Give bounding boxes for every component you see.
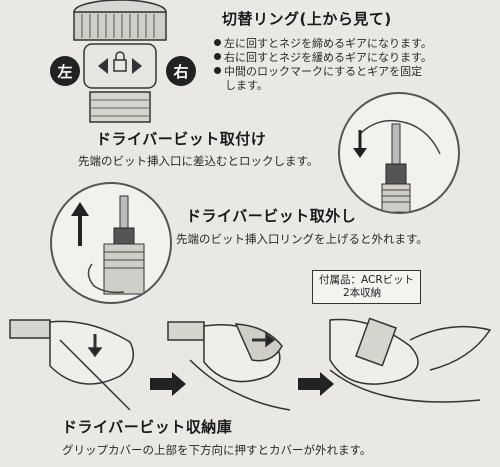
attach-circle-illustration — [338, 92, 460, 214]
right-direction-badge: 右 — [166, 56, 196, 86]
ring-bullet-1: 左に回すとネジを締めるギアになります。 — [214, 37, 432, 51]
bullet-dot-icon — [214, 67, 221, 74]
ring-title: 切替リング(上から見て) — [222, 10, 392, 28]
storage-step-2 — [167, 321, 291, 411]
storage-step-1 — [9, 319, 135, 411]
ring-illustration — [73, 0, 167, 123]
accessory-line-2: 2本収納 — [343, 287, 382, 299]
remove-title: ドライバービット取外し — [186, 207, 357, 225]
accessory-line-1: 付属品：ACRビット — [319, 274, 415, 286]
attach-drawing — [353, 119, 441, 212]
ring-bullet-3-cont: します。 — [225, 79, 268, 92]
storage-desc: グリップカバーの上部を下方向に押すとカバーが外れます。 — [62, 443, 372, 457]
step-arrow-1 — [150, 372, 186, 396]
left-label: 左 — [57, 62, 73, 81]
remove-circle-illustration — [50, 182, 172, 304]
storage-title: ドライバービット収納庫 — [62, 418, 233, 436]
ring-bullets: 左に回すとネジを締めるギアになります。 右に回すとネジを緩めるギアになります。 … — [214, 37, 432, 93]
bullet-dot-icon — [214, 53, 221, 60]
remove-drawing — [71, 195, 145, 295]
attach-desc: 先端のビット挿入口に差込むとロックします。 — [78, 154, 319, 168]
storage-step-3 — [329, 317, 492, 403]
storage-sequence-illustration — [9, 317, 492, 411]
right-label: 右 — [173, 62, 189, 81]
remove-desc: 先端のビット挿入口リングを上げると外れます。 — [176, 232, 428, 246]
accessory-callout: 付属品：ACRビット 2本収納 — [312, 270, 422, 304]
step-arrow-2 — [298, 372, 334, 396]
ring-bullet-3: 中間のロックマークにするとギアを固定 — [214, 65, 432, 79]
left-direction-badge: 左 — [50, 56, 80, 86]
ring-bullet-2: 右に回すとネジを緩めるギアになります。 — [214, 51, 432, 65]
bullet-dot-icon — [214, 39, 221, 46]
attach-title: ドライバービット取付け — [96, 130, 267, 148]
